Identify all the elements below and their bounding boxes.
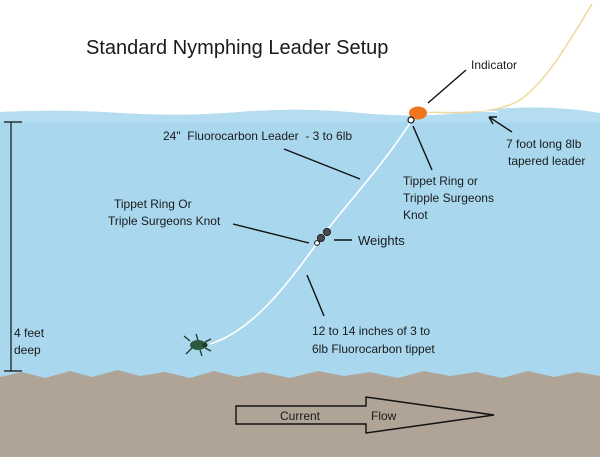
tippet-pointer — [306, 274, 325, 317]
lower-tippet-ring-icon — [314, 240, 320, 246]
indicator-icon — [409, 106, 427, 120]
flow-label: Flow — [371, 409, 397, 423]
tippet-ring-left-pointer — [232, 223, 310, 244]
tippet-label-line: 6lb Fluorocarbon tippet — [312, 342, 435, 356]
tippet-ring-right-label-line: Knot — [403, 208, 428, 222]
tippet-ring-right-label-line: Tippet Ring or — [403, 174, 478, 188]
tippet-ring-right-pointer — [412, 125, 433, 171]
current-label: Current — [280, 409, 321, 423]
tapered-leader-label-line: tapered leader — [508, 154, 585, 168]
depth-label: 4 feet deep — [14, 326, 47, 357]
tapered-leader-label-line: 7 foot long 8lb — [506, 137, 582, 151]
nymph-fly-icon — [183, 333, 212, 357]
weight-icon — [316, 233, 325, 242]
upper-tippet-ring-icon — [407, 116, 415, 124]
tapered-leader-line — [425, 3, 593, 114]
diagram-title: Standard Nymphing Leader Setup — [86, 37, 388, 59]
tapered-leader-label: 7 foot long 8lb tapered leader — [506, 137, 585, 168]
depth-label-line: deep — [14, 343, 41, 357]
tippet-label: 12 to 14 inches of 3 to 6lb Fluorocarbon… — [312, 324, 435, 356]
tippet-ring-left-label: Tippet Ring Or Triple Surgeons Knot — [108, 197, 221, 228]
indicator-pointer — [427, 69, 467, 104]
surface-film — [425, 109, 499, 113]
tippet-ring-left-label-line: Tippet Ring Or — [114, 197, 192, 211]
tippet-ring-left-label-line: Triple Surgeons Knot — [108, 214, 221, 228]
tippet-ring-right-label-line: Tripple Surgeons — [403, 191, 494, 205]
riverbed — [0, 370, 600, 457]
water-surface-band — [0, 107, 600, 122]
tippet-ring-right-label: Tippet Ring or Tripple Surgeons Knot — [403, 174, 497, 222]
tippet-label-line: 12 to 14 inches of 3 to — [312, 324, 430, 338]
fluoro-leader-label: 24" Fluorocarbon Leader - 3 to 6lb — [163, 129, 352, 143]
weights-label: Weights — [358, 233, 405, 248]
current-flow-arrow — [235, 396, 495, 434]
weight-icon — [322, 227, 331, 236]
sky — [0, 0, 600, 112]
indicator-label: Indicator — [471, 58, 517, 72]
fluoro-leader-pointer — [283, 148, 361, 180]
depth-label-line: 4 feet — [14, 326, 45, 340]
water — [0, 107, 600, 380]
tapered-leader-arrow — [488, 116, 513, 133]
